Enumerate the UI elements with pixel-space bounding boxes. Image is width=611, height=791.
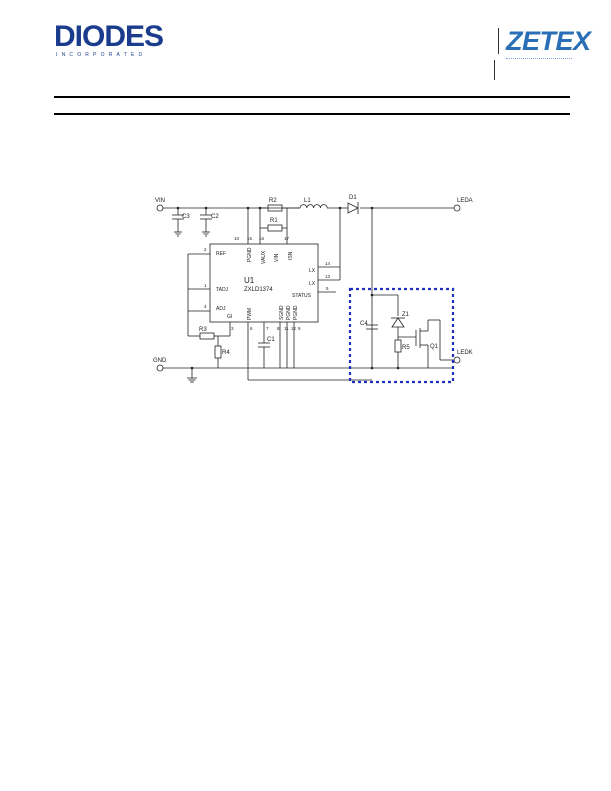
pin-number-8: 8 — [277, 326, 280, 331]
diodes-logo-subtext: INCORPORATED — [56, 52, 147, 58]
r3-resistor — [199, 332, 215, 340]
ledk-label: LEDK — [457, 350, 473, 356]
header-divider — [498, 28, 499, 54]
r3-label: R3 — [199, 327, 207, 333]
r5-label: R5 — [402, 345, 410, 351]
pin-isn: ISN — [288, 251, 294, 260]
pin-ref: REF — [216, 251, 226, 257]
pin-pgnd: PGND — [247, 247, 253, 262]
pin-number-5: 5 — [326, 286, 329, 291]
pin-number-12: 12 — [291, 326, 297, 331]
diodes-logo: DIODES INCORPORATED — [54, 20, 164, 59]
c3-label: C3 — [182, 214, 190, 220]
d1-label: D1 — [349, 195, 357, 201]
pin-number-16: 16 — [259, 236, 265, 241]
r1-resistor — [267, 224, 283, 232]
header-divider-lower — [494, 60, 495, 80]
diodes-logo-text: DIODES — [54, 20, 164, 53]
pin-number-2: 2 — [204, 247, 207, 252]
pin-adj: ADJ — [216, 306, 226, 312]
vin-label: VIN — [155, 198, 165, 204]
u1-part-label: ZXLD1374 — [244, 287, 273, 293]
ledk-terminal — [453, 356, 461, 364]
r4-label: R4 — [222, 350, 230, 356]
r4-resistor — [214, 345, 222, 359]
pin-number-9: 9 — [298, 326, 301, 331]
pin-number-17: 17 — [284, 236, 290, 241]
c4-label: C4 — [360, 321, 368, 327]
c2-label: C2 — [211, 214, 219, 220]
zetex-logo-underline — [506, 58, 572, 61]
pin-number-13: 13 — [325, 274, 331, 279]
leda-label: LEDA — [457, 198, 473, 204]
pin-lx: LX — [309, 268, 316, 274]
pin-number-4: 4 — [204, 304, 207, 309]
u1-label: U1 — [244, 276, 255, 285]
protection-circuit-box — [348, 287, 455, 384]
z1-label: Z1 — [402, 312, 410, 318]
pin-pgnd2: PGND — [286, 305, 292, 320]
pin-tadj: TADJ — [216, 287, 229, 293]
pin-vaux: VAUX — [261, 250, 267, 264]
header-rule-top — [54, 96, 570, 98]
pin-pwm: PWM — [247, 308, 253, 320]
l1-label: L1 — [304, 198, 311, 204]
pin-number-15: 15 — [247, 236, 253, 241]
z1-zener — [391, 317, 405, 328]
pin-lx2: LX — [309, 281, 316, 287]
pin-number-1: 1 — [204, 283, 207, 288]
header-rule-bottom — [54, 113, 570, 115]
pin-number-3: 3 — [231, 326, 234, 331]
c1-label: C1 — [267, 337, 275, 343]
q1-label: Q1 — [430, 344, 439, 350]
pin-pgnd3: PGND — [293, 305, 299, 320]
pin-vin: VIN — [274, 253, 280, 262]
zetex-logo: ZETEX — [506, 26, 591, 56]
pin-number-14: 14 — [325, 261, 331, 266]
pin-sgnd: SGND — [279, 305, 285, 320]
d1-diode — [347, 202, 359, 214]
pin-number-6: 6 — [250, 326, 253, 331]
l1-inductor — [299, 204, 328, 209]
gnd-label: GND — [153, 358, 167, 364]
gnd-terminal — [156, 364, 164, 372]
leda-terminal — [453, 204, 461, 212]
r2-label: R2 — [269, 198, 277, 204]
pin-number-7: 7 — [266, 326, 269, 331]
pin-number-10: 10 — [234, 236, 240, 241]
pin-number-11: 11 — [284, 326, 289, 331]
r1-label: R1 — [270, 218, 278, 224]
pin-gi: GI — [227, 314, 232, 320]
pin-status: STATUS — [292, 293, 312, 299]
r5-resistor — [394, 339, 402, 353]
vin-terminal — [156, 204, 164, 212]
